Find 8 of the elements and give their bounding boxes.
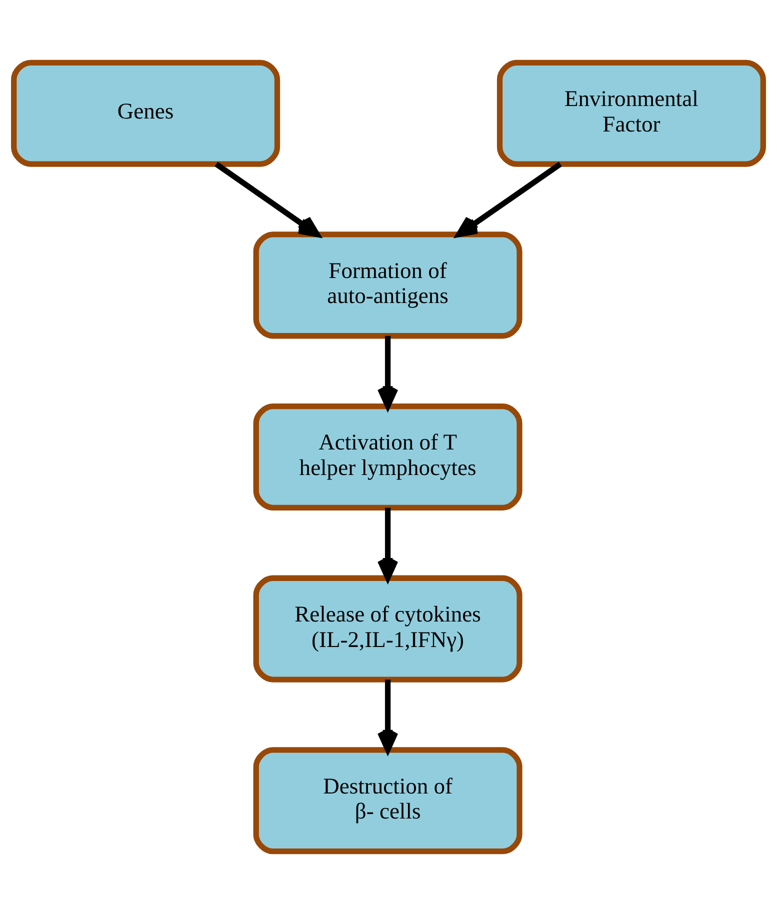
node-box: Genes	[11, 59, 280, 166]
node-box: Formation of auto-antigens	[253, 231, 522, 338]
node-box: Environmental Factor	[496, 59, 766, 166]
node-box: Activation of T helper lymphocytes	[253, 402, 522, 510]
arrow	[456, 161, 562, 237]
node-box: Release of cytokines (IL-2,IL-1,IFNγ)	[253, 574, 522, 682]
arrow	[214, 161, 320, 237]
node-box: Destruction of β- cells	[253, 746, 522, 854]
